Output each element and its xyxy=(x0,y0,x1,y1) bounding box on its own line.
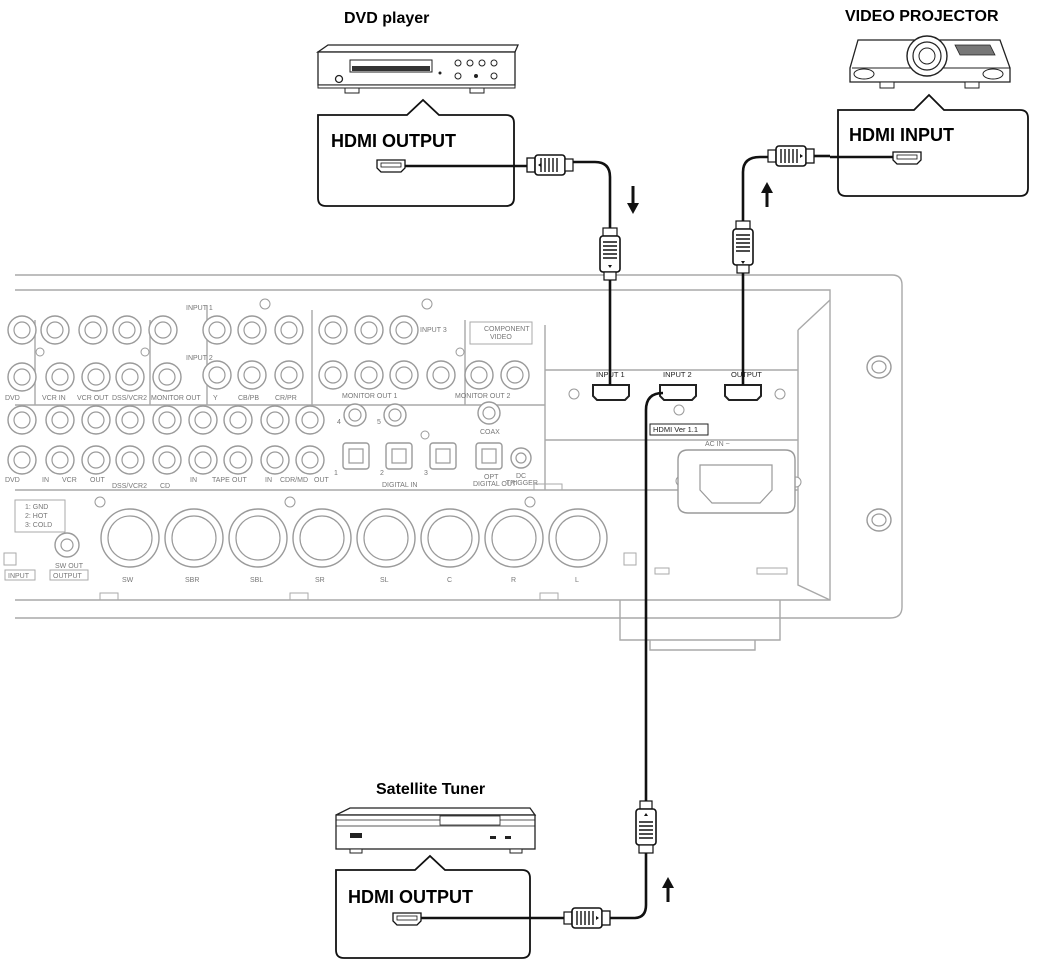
audio-label-dvd: DVD xyxy=(5,477,20,484)
dvd-hdmi-output-callout: HDMI OUTPUT xyxy=(317,98,515,207)
digital-num-4: 4 xyxy=(337,419,341,426)
ac-inlet xyxy=(677,449,796,514)
video-label-vcr-in: VCR IN xyxy=(42,395,66,402)
video-jacks-row1 xyxy=(7,315,419,345)
audio-label-vcr-in: IN xyxy=(42,477,49,484)
xlr-label-sbr: SBR xyxy=(185,577,199,584)
audio-label-tape: TAPE xyxy=(212,477,230,484)
receiver-labels: INPUT 1 INPUT 2 OUTPUT HDMI Ver 1.1 AC I… xyxy=(5,305,762,584)
hdmi-output-label: OUTPUT xyxy=(731,370,762,379)
hdmi-cable-projector xyxy=(732,145,893,385)
xlr-connectors xyxy=(54,508,608,568)
digital-num-3: 3 xyxy=(424,470,428,477)
digital-num-1: 1 xyxy=(334,470,338,477)
dc-trigger-label-2: TRIGGER xyxy=(506,480,538,487)
dc-trigger-label-1: DC xyxy=(516,473,526,480)
dvd-player-title: DVD player xyxy=(344,10,429,27)
projector-hdmi-input-label: HDMI INPUT xyxy=(849,125,954,145)
tuner-hdmi-output-label: HDMI OUTPUT xyxy=(348,887,473,907)
hdmi-cable-dvd xyxy=(405,154,639,385)
xlr-label-sr: SR xyxy=(315,577,325,584)
component-col-cb: CB/PB xyxy=(238,395,259,402)
audio-label-vcr-out: OUT xyxy=(90,477,106,484)
hdmi-input-2-label: INPUT 2 xyxy=(663,370,692,379)
monitor-out-1-label: MONITOR OUT 1 xyxy=(342,393,397,400)
coax-label: COAX xyxy=(480,429,500,436)
digital-num-5: 5 xyxy=(377,419,381,426)
component-input-3-label: INPUT 3 xyxy=(420,327,447,334)
component-col-cr: CR/PR xyxy=(275,395,297,402)
audio-label-cdr-out: OUT xyxy=(314,477,330,484)
component-video-label-2: VIDEO xyxy=(490,334,512,341)
satellite-tuner-title: Satellite Tuner xyxy=(376,781,485,798)
xlr-label-sbl: SBL xyxy=(250,577,263,584)
audio-label-tape-out: OUT xyxy=(232,477,248,484)
audio-jacks xyxy=(7,401,532,475)
audio-label-tape-in: IN xyxy=(190,477,197,484)
xlr-pin-3: 3: COLD xyxy=(25,522,52,529)
audio-label-cdr: CDR/MD xyxy=(280,477,308,484)
component-video-label-1: COMPONENT xyxy=(484,326,530,333)
tuner-hdmi-output-callout: HDMI OUTPUT xyxy=(335,854,531,959)
video-projector-title: VIDEO PROJECTOR xyxy=(845,8,999,25)
video-label-dvd: DVD xyxy=(5,395,20,402)
video-label-dss: DSS/VCR2 xyxy=(112,395,147,402)
xlr-label-sl: SL xyxy=(380,577,389,584)
xlr-label-l: L xyxy=(575,577,579,584)
component-input-1-label: INPUT 1 xyxy=(186,305,213,312)
video-projector: VIDEO PROJECTOR xyxy=(845,8,1011,89)
xlr-label-r: R xyxy=(511,577,516,584)
panel-screws xyxy=(35,298,802,508)
optical-jacks xyxy=(342,442,503,470)
xlr-label-c: C xyxy=(447,577,452,584)
video-jacks-row2 xyxy=(7,360,530,392)
audio-label-vcr: VCR xyxy=(62,477,77,484)
monitor-out-2-label: MONITOR OUT 2 xyxy=(455,393,510,400)
video-label-vcr-out: VCR OUT xyxy=(77,395,109,402)
component-col-y: Y xyxy=(213,395,218,402)
input-box-label: INPUT xyxy=(8,573,30,580)
digital-in-label: DIGITAL IN xyxy=(382,482,417,489)
output-box-label: OUTPUT xyxy=(53,573,83,580)
receiver-hdmi-sockets xyxy=(592,384,762,401)
audio-label-dss: DSS/VCR2 xyxy=(112,483,147,490)
xlr-label-sw: SW xyxy=(122,577,134,584)
audio-label-cdr-in: IN xyxy=(265,477,272,484)
hdmi-version-label: HDMI Ver 1.1 xyxy=(653,425,698,434)
sw-out-label: SW OUT xyxy=(55,563,84,570)
digital-out-label: DIGITAL OUT xyxy=(473,481,517,488)
satellite-tuner: Satellite Tuner xyxy=(335,781,537,854)
projector-hdmi-input-callout: HDMI INPUT xyxy=(837,93,1029,197)
digital-num-2: 2 xyxy=(380,470,384,477)
xlr-pin-2: 2: HOT xyxy=(25,513,48,520)
dvd-player: DVD player xyxy=(315,10,519,94)
dvd-hdmi-output-label: HDMI OUTPUT xyxy=(331,131,456,151)
receiver-rear-panel: INPUT 1 INPUT 2 OUTPUT HDMI Ver 1.1 AC I… xyxy=(3,274,903,651)
ac-in-label: AC IN ~ xyxy=(705,441,730,448)
opt-label: OPT xyxy=(484,474,499,481)
audio-label-cd: CD xyxy=(160,483,170,490)
xlr-pin-1: 1: GND xyxy=(25,504,48,511)
video-label-monitor-out: MONITOR OUT xyxy=(151,395,201,402)
component-input-2-label: INPUT 2 xyxy=(186,355,213,362)
hdmi-cable-tuner xyxy=(421,391,674,929)
